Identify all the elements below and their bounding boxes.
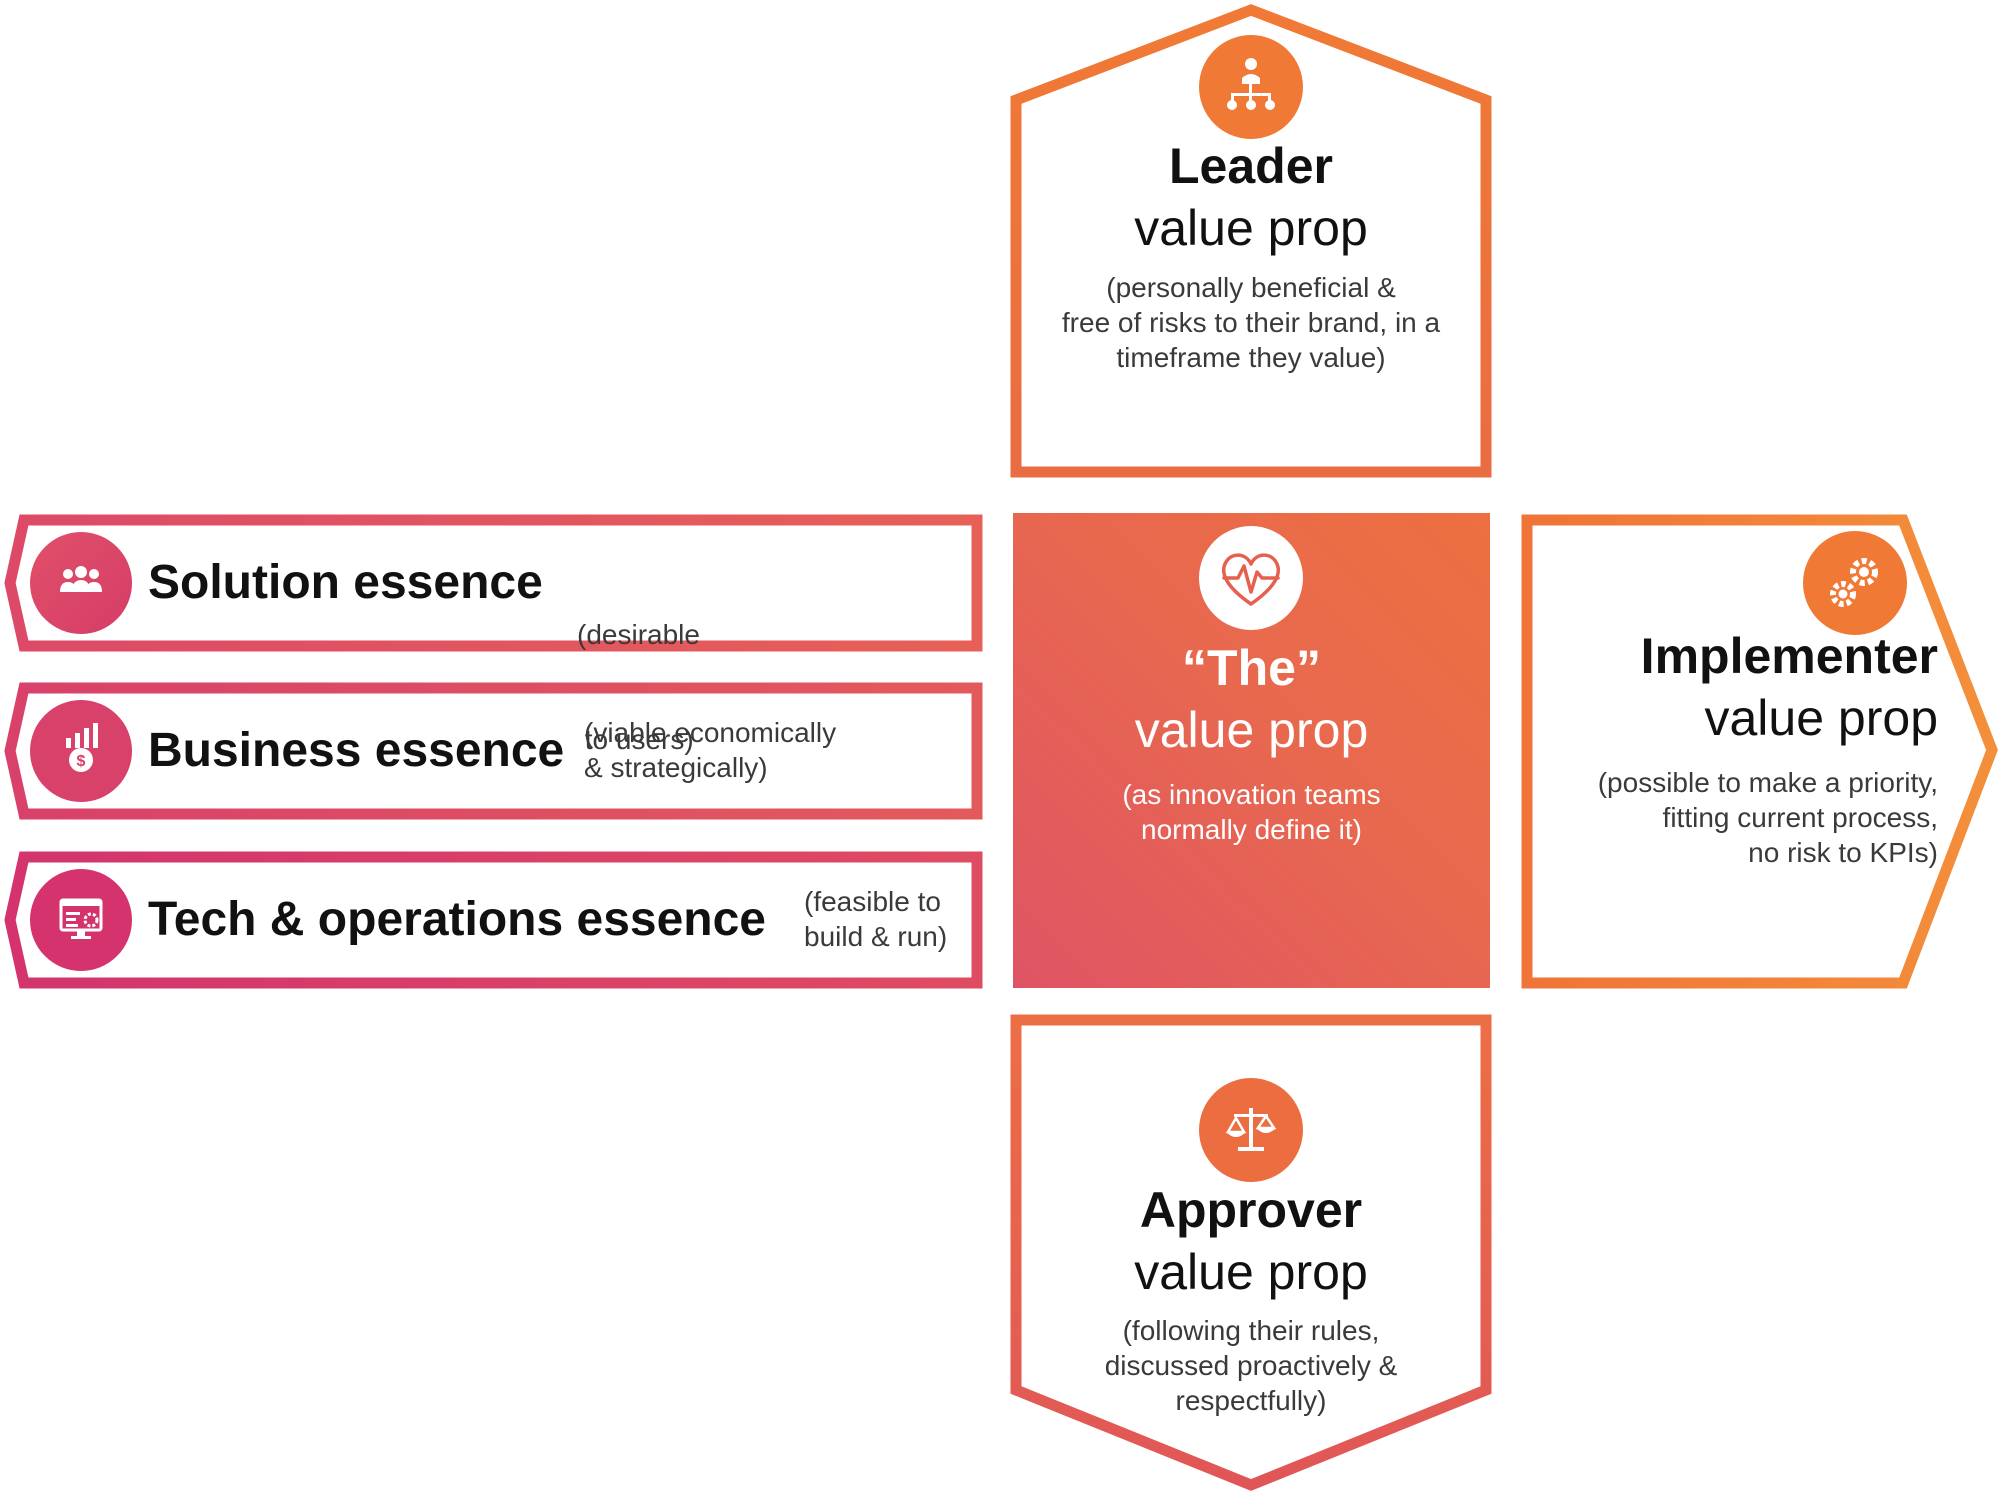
computer-gear-icon [30,869,132,971]
gears-icon [1803,531,1907,635]
implementer-subtitle: value prop [1704,690,1939,746]
money-chart-icon: $ [30,700,132,802]
approver-description-line: respectfully) [1175,1385,1327,1416]
leader-description-line: (personally beneficial & [1106,272,1396,303]
core-description: (as innovation teams normally define it) [1013,777,1490,847]
leader-description-line: timeframe they value) [1116,342,1386,373]
tech-essence-title: Tech & operations essence [148,893,766,946]
leader-description: (personally beneficial & free of risks t… [1016,270,1486,375]
core-description-line: normally define it) [1141,814,1362,845]
business-essence-bar [4,682,983,820]
svg-text:$: $ [77,753,86,770]
approver-box [1010,1014,1492,1491]
tech-essence-note-line: build & run) [804,921,948,952]
leader-description-line: free of risks to their brand, in a [1061,307,1441,338]
org-chart-icon [1199,35,1303,139]
implementer-description-line: no risk to KPIs) [1748,837,1938,868]
solution-essence-note: (desirable to users) [577,547,700,827]
tech-essence-bar [4,851,983,989]
business-essence-note: (viable economically & strategically) [584,715,836,785]
approver-description-line: discussed proactively & [1104,1350,1398,1381]
business-essence-title: Business essence [148,724,565,777]
approver-title: Approver [1139,1182,1363,1238]
implementer-title: Implementer [1640,628,1938,684]
leader-box [1010,4,1492,478]
tech-essence-note: (feasible to build & run) [804,884,947,954]
implementer-description-line: fitting current process, [1662,802,1938,833]
approver-description-line: (following their rules, [1122,1315,1380,1346]
leader-subtitle: value prop [1134,200,1368,256]
tech-essence-note-line: (feasible to [804,886,941,917]
scales-icon [1199,1078,1303,1182]
implementer-box [1521,514,1998,989]
leader-title: Leader [1169,138,1333,194]
core-title: “The” [1182,640,1321,696]
solution-essence-note-line: (desirable [577,619,700,650]
business-essence-note-line: & strategically) [584,752,768,783]
approver-description: (following their rules, discussed proact… [1016,1313,1486,1418]
core-subtitle: value prop [1134,702,1369,758]
heart-pulse-icon [1199,526,1303,630]
implementer-description-line: (possible to make a priority, [1597,767,1938,798]
solution-essence-note-line: to users) [577,724,694,755]
solution-essence-title: Solution essence [148,556,543,609]
implementer-description: (possible to make a priority, fitting cu… [1540,765,1938,870]
users-icon [30,532,132,634]
business-essence-note-line: (viable economically [584,717,837,748]
approver-subtitle: value prop [1134,1244,1368,1300]
solution-essence-bar [4,514,983,652]
core-description-line: (as innovation teams [1122,779,1381,810]
